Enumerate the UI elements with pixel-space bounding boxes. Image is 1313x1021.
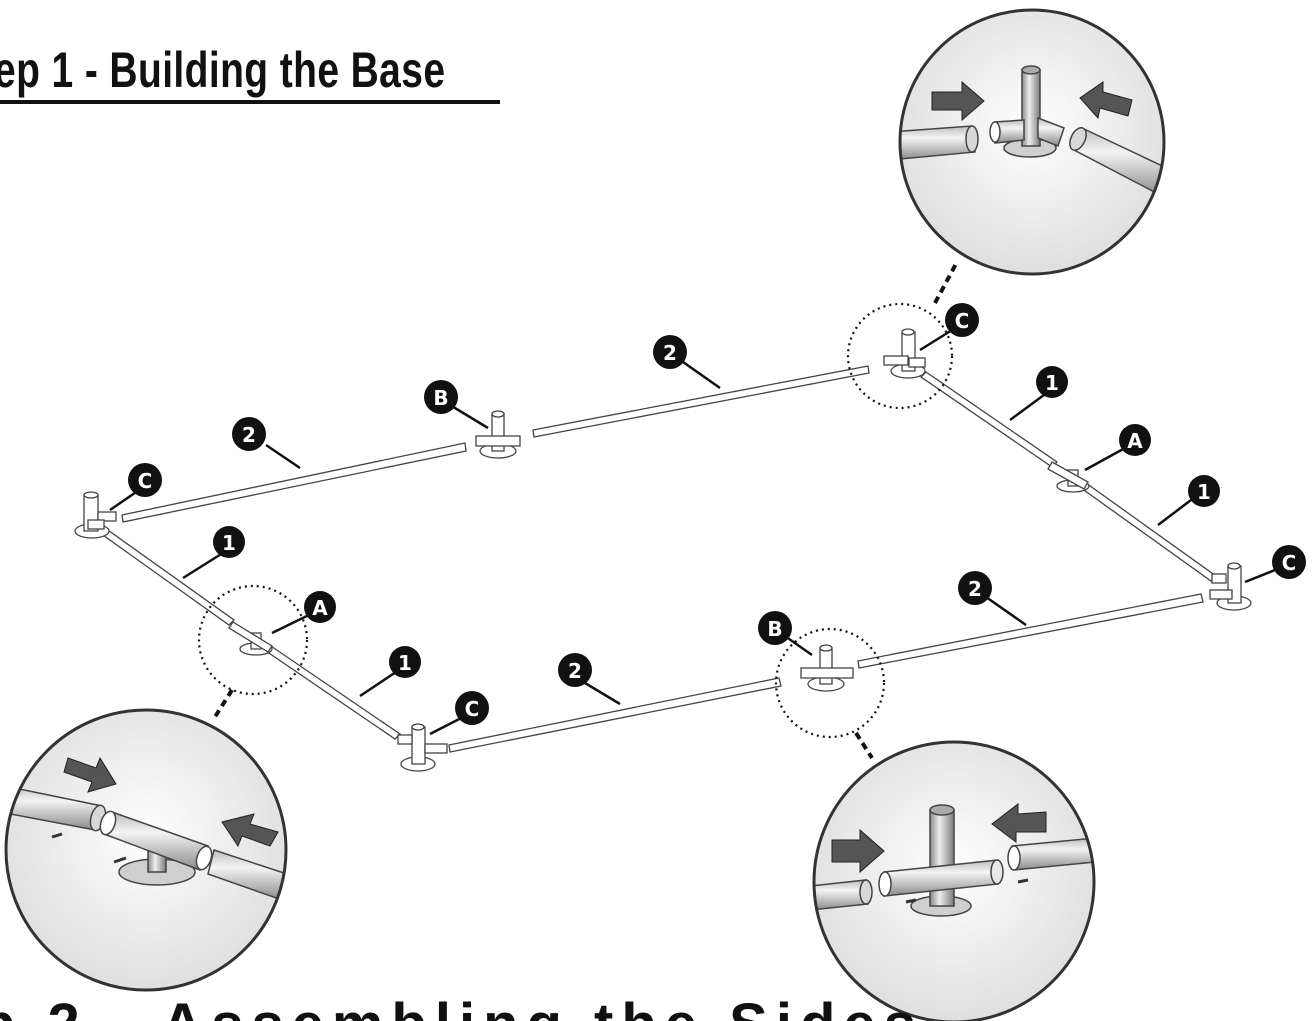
middle-connector-right (1047, 461, 1090, 493)
callout-pole-2: 2 (663, 341, 677, 365)
callout-pole-1: 1 (1197, 480, 1211, 504)
highlight-circle-front (774, 627, 886, 739)
middle-connector-left (228, 621, 273, 656)
callout-connector-b: B (767, 617, 782, 641)
detail-leader-bottom-right (854, 731, 874, 760)
highlight-circle-back-right (846, 302, 954, 410)
corner-connector-right (1209, 562, 1252, 611)
pole-2-front-left (448, 677, 782, 753)
push-arrow-icon (1079, 81, 1133, 120)
callout-connector-b: B (433, 386, 448, 410)
push-arrow-icon (63, 756, 117, 793)
step-title: ep 1 - Building the Base (0, 42, 446, 98)
callout-pole-2: 2 (968, 577, 982, 601)
next-step-title: p 2 - Assembling the Sides (0, 995, 924, 1021)
pole-2-back-left (121, 442, 467, 523)
middle-connector-back (475, 410, 521, 459)
callout-connector-c: C (1282, 551, 1297, 575)
callout-pole-2: 2 (242, 423, 256, 447)
pole-2-back-right (532, 365, 870, 438)
corner-connector-front (397, 723, 448, 772)
push-arrow-icon (221, 813, 279, 848)
title-underline (0, 100, 500, 104)
corner-connector-back-right (883, 328, 926, 379)
frame-poles (98, 365, 1218, 753)
highlight-circle-left (197, 584, 309, 696)
push-arrow-icon (831, 828, 885, 874)
callout-connector-c: C (465, 697, 480, 721)
detail-middle-connector-a (4, 708, 288, 992)
corner-connector-left (74, 491, 117, 539)
callout-connector-a: A (1127, 429, 1143, 453)
callout-pole-1: 1 (398, 651, 412, 675)
middle-connector-front (800, 644, 854, 692)
pole-1-left-lower (261, 643, 402, 740)
pole-2-front-right (857, 593, 1204, 669)
detail-middle-connector-b (812, 740, 1096, 1021)
detail-corner-connector (898, 8, 1166, 276)
callout-connector-c: C (138, 469, 153, 493)
detail-leader-top-right (933, 261, 959, 304)
callout-pole-1: 1 (222, 531, 236, 555)
push-arrow-icon (931, 80, 985, 122)
detail-leader-bottom-left (211, 688, 234, 722)
callout-pole-1: 1 (1045, 371, 1059, 395)
callout-connector-c: C (955, 309, 970, 333)
callout-pole-2: 2 (568, 659, 582, 683)
push-arrow-icon (991, 802, 1047, 843)
callout-connector-a: A (312, 596, 328, 620)
